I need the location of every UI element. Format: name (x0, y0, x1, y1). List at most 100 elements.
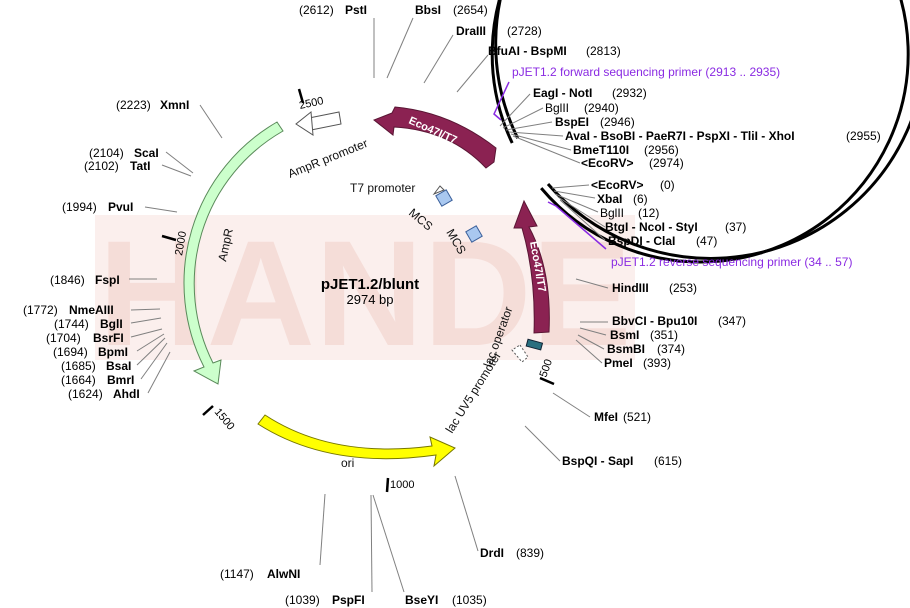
site-alwni-name: AlwNI (267, 567, 300, 581)
site-bfuai-pos: (2813) (586, 44, 621, 58)
site-bmri-name: BmrI (107, 373, 134, 387)
site-bbvci-pos: (347) (718, 314, 746, 328)
site-btgi-pos: (37) (725, 220, 746, 234)
site-bsmi-name: BsmI (610, 328, 639, 342)
site-bglii-top-name: BglII (545, 101, 569, 115)
site-bbsi-pos: (2654) (453, 3, 488, 17)
site-bspqi-pos: (615) (654, 454, 682, 468)
site-bsmbi-pos: (374) (657, 342, 685, 356)
site-bbsi-name: BbsI (415, 3, 441, 17)
site-mfei-name: MfeI (594, 410, 618, 424)
primer-reverse-line (547, 201, 607, 250)
site-fspi-name: FspI (95, 273, 120, 287)
site-avai-pos: (2955) (846, 129, 881, 143)
site-ecorv-bot-name: <EcoRV> (591, 178, 643, 192)
mcs-box-2 (465, 225, 483, 243)
site-bsrfi-pos: (1704) (46, 331, 81, 345)
primer-forward-label: pJET1.2 forward sequencing primer (2913 … (512, 65, 780, 79)
backbone-outer (494, 0, 910, 260)
site-bsmbi-name: BsmBI (607, 342, 645, 356)
site-fspi-pos: (1846) (50, 273, 85, 287)
site-bsmi-pos: (351) (650, 328, 678, 342)
site-pvui-pos: (1994) (62, 200, 97, 214)
site-bsrfi-name: BsrFI (93, 331, 124, 345)
tick-2000: 2000 (173, 230, 189, 256)
site-bglii-bot-pos: (12) (638, 206, 659, 220)
eco-top-arrow (373, 106, 497, 169)
ori-label: ori (341, 456, 354, 470)
leader-lines-right-bottom (454, 184, 609, 552)
site-drdi-name: DrdI (480, 546, 504, 560)
site-xbai-name: XbaI (597, 192, 622, 206)
site-ecorv-bot-pos: (0) (660, 178, 675, 192)
primer-reverse-label: pJET1.2 reverse sequencing primer (34 ..… (611, 255, 852, 269)
site-bbvci-name: BbvCI - Bpu10I (612, 314, 697, 328)
site-bspqi-name: BspQI - SapI (562, 454, 633, 468)
site-scai-name: ScaI (134, 146, 159, 160)
site-bglii-top-pos: (2940) (584, 101, 619, 115)
ori-arrow (257, 414, 456, 468)
site-eagi-pos: (2932) (612, 86, 647, 100)
mcs-box-1 (435, 189, 453, 207)
t7-promoter-marker (432, 185, 445, 196)
sites-top-group: (2612) PstI BbsI (2654) DraIII (2728) Bf… (299, 3, 621, 58)
leader-lines-right-top (499, 93, 581, 164)
site-draiii-name: DraIII (456, 24, 486, 38)
site-tati-name: TatI (130, 159, 150, 173)
t7-promoter-label: T7 promoter (350, 181, 415, 195)
site-bspei-name: BspEI (555, 115, 589, 129)
site-mfei-pos: (521) (623, 410, 651, 424)
site-bspei-pos: (2946) (600, 115, 635, 129)
site-pvui-name: PvuI (108, 200, 133, 214)
tick-1500: 1500 (212, 406, 237, 432)
site-alwni-pos: (1147) (220, 567, 254, 581)
site-bfuai-name: BfuAI - BspMI (488, 44, 567, 58)
site-nmeaiii-pos: (1772) (23, 303, 58, 317)
site-hindiii-pos: (253) (669, 281, 697, 295)
sites-bottom-group: (1039) PspFI BseYI (1035) (285, 593, 487, 607)
lac-operator-box (525, 338, 544, 351)
site-tati-pos: (2102) (84, 159, 119, 173)
site-bmet110i-pos: (2956) (644, 143, 679, 157)
site-bmet110i-name: BmeT110I (573, 143, 629, 157)
site-bsai-pos: (1685) (61, 359, 96, 373)
site-xmni-name: XmnI (160, 98, 189, 112)
tick-2500: 2500 (298, 95, 324, 112)
site-ecorv-top-pos: (2974) (649, 156, 684, 170)
site-pmei-pos: (393) (643, 356, 671, 370)
site-psti-pos: (2612) (299, 3, 334, 17)
leader-lines-left (129, 104, 326, 566)
ampr-promoter-box (308, 111, 342, 131)
site-bmri-pos: (1664) (61, 373, 96, 387)
site-bgli-pos: (1744) (54, 317, 89, 331)
plasmid-title: pJET1.2/blunt (321, 276, 419, 293)
ampr-label: AmpR (215, 227, 236, 263)
site-pmei-name: PmeI (604, 356, 633, 370)
lac-promoter-marker (511, 344, 529, 363)
site-eagi-name: EagI - NotI (533, 86, 592, 100)
site-ahdi-name: AhdI (113, 387, 140, 401)
site-bspdi-pos: (47) (696, 234, 717, 248)
site-bgli-name: BglI (100, 317, 123, 331)
site-bpmi-name: BpmI (98, 345, 128, 359)
site-scai-pos: (2104) (89, 146, 124, 160)
site-hindiii-name: HindIII (612, 281, 649, 295)
eco-right-arrow (513, 199, 550, 334)
site-drdi-pos: (839) (516, 546, 544, 560)
site-bpmi-pos: (1694) (53, 345, 88, 359)
site-btgi-name: BtgI - NcoI - StyI (605, 220, 698, 234)
site-nmeaiii-name: NmeAIII (69, 303, 114, 317)
site-avai-name: AvaI - BsoBI - PaeR7I - PspXI - TliI - X… (565, 129, 795, 143)
site-ahdi-pos: (1624) (68, 387, 103, 401)
site-bseyi-name: BseYI (405, 593, 438, 607)
tick-500: 500 (538, 358, 556, 379)
primer-forward-line (493, 81, 510, 121)
leader-lines-bottom (370, 494, 405, 593)
site-draiii-pos: (2728) (507, 24, 542, 38)
leader-lines-top (373, 17, 489, 93)
site-bspdi-name: BspDI - ClaI (608, 234, 675, 248)
site-bsai-name: BsaI (106, 359, 131, 373)
ampr-promoter-label: AmpR promoter (286, 136, 370, 181)
sites-right-top-group: EagI - NotI (2932) BglII (2940) BspEI (2… (533, 86, 881, 170)
ring-ticks (161, 88, 555, 493)
